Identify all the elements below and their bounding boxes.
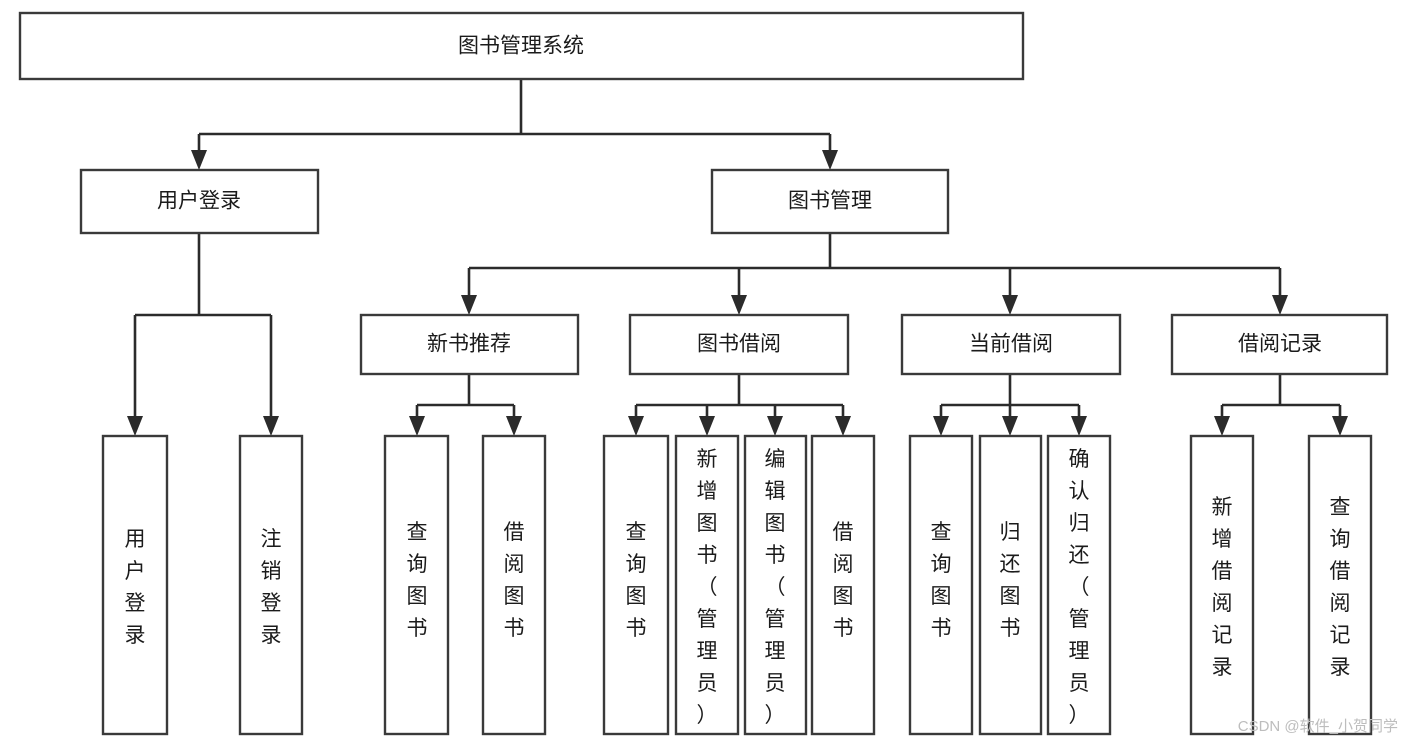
arrow-borrow-to-boadd-icon (699, 416, 715, 436)
node-current-label: 当前借阅 (969, 333, 1053, 356)
node-records-label: 借阅记录 (1238, 333, 1322, 356)
arrow-root-to-login-icon (191, 150, 207, 170)
node-re-query[interactable]: 查询借阅记录 (1307, 434, 1373, 736)
node-cu-query[interactable]: 查询图书 (908, 434, 974, 736)
node-bo-borrow-label: 借阅图书 (833, 521, 854, 640)
node-logout-do-box[interactable] (238, 434, 304, 736)
arrow-newbook-to-nbquery-icon (409, 416, 425, 436)
arrow-borrow-to-boquery-icon (628, 416, 644, 436)
node-login[interactable]: 用户登录 (79, 168, 320, 235)
node-root[interactable]: 图书管理系统 (18, 11, 1025, 81)
node-bookmgmt-label: 图书管理 (788, 190, 872, 213)
node-cu-return-box[interactable] (978, 434, 1043, 736)
node-login-do-label: 用户登录 (125, 528, 146, 647)
node-cu-query-label: 查询图书 (931, 521, 952, 640)
node-bo-edit[interactable]: 编辑图书（管理员） (743, 434, 808, 736)
node-cu-confirm-box[interactable] (1046, 434, 1112, 736)
node-records-box[interactable] (1170, 313, 1389, 376)
node-re-add-box[interactable] (1189, 434, 1255, 736)
arrow-root-to-bookmgmt-icon (822, 150, 838, 170)
node-bookmgmt-box[interactable] (710, 168, 950, 235)
node-bo-add-label: 新增图书（管理员） (697, 448, 718, 727)
arrow-current-to-cureturn-icon (1002, 416, 1018, 436)
node-bo-borrow[interactable]: 借阅图书 (810, 434, 876, 736)
node-nb-query[interactable]: 查询图书 (383, 434, 450, 736)
node-borrow[interactable]: 图书借阅 (628, 313, 850, 376)
node-bo-borrow-box[interactable] (810, 434, 876, 736)
arrow-newbook-to-nbborrow-icon (506, 416, 522, 436)
node-bo-query-box[interactable] (602, 434, 670, 736)
node-records[interactable]: 借阅记录 (1170, 313, 1389, 376)
node-root-label: 图书管理系统 (458, 35, 584, 58)
arrow-borrow-to-boborrow-icon (835, 416, 851, 436)
node-login-label: 用户登录 (157, 190, 241, 213)
node-bo-edit-box[interactable] (743, 434, 808, 736)
csdn-watermark: CSDN @软件_小贺同学 (1238, 718, 1398, 735)
arrow-current-to-cuconfirm-icon (1071, 416, 1087, 436)
node-bo-query-label: 查询图书 (626, 521, 647, 640)
arrow-login-to-logindo-icon (127, 416, 143, 436)
node-newbook-box[interactable] (359, 313, 580, 376)
node-borrow-box[interactable] (628, 313, 850, 376)
node-bo-add-box[interactable] (674, 434, 740, 736)
node-login-do[interactable]: 用户登录 (101, 434, 169, 736)
node-cu-return-label: 归还图书 (1000, 521, 1021, 640)
node-cu-return[interactable]: 归还图书 (978, 434, 1043, 736)
node-newbook[interactable]: 新书推荐 (359, 313, 580, 376)
node-cu-confirm-label: 确认归还（管理员） (1069, 448, 1090, 727)
arrow-bookmgmt-to-newbook-icon (461, 295, 477, 315)
node-nb-query-box[interactable] (383, 434, 450, 736)
node-re-query-box[interactable] (1307, 434, 1373, 736)
node-bo-query[interactable]: 查询图书 (602, 434, 670, 736)
node-login-do-box[interactable] (101, 434, 169, 736)
arrow-records-to-requery-icon (1332, 416, 1348, 436)
node-re-query-label: 查询借阅记录 (1330, 496, 1351, 679)
node-bo-add[interactable]: 新增图书（管理员） (674, 434, 740, 736)
node-root-box[interactable] (18, 11, 1025, 81)
connector-layer (127, 80, 1348, 436)
node-logout-do[interactable]: 注销登录 (238, 434, 304, 736)
node-borrow-label: 图书借阅 (697, 333, 781, 356)
node-newbook-label: 新书推荐 (427, 333, 511, 356)
arrow-bookmgmt-to-borrow-icon (731, 295, 747, 315)
arrow-borrow-to-boedit-icon (767, 416, 783, 436)
node-nb-query-label: 查询图书 (407, 521, 428, 640)
node-login-box[interactable] (79, 168, 320, 235)
arrow-bookmgmt-to-current-icon (1002, 295, 1018, 315)
node-current[interactable]: 当前借阅 (900, 313, 1122, 376)
node-re-add-label: 新增借阅记录 (1212, 496, 1233, 679)
arrow-records-to-readd-icon (1214, 416, 1230, 436)
node-nb-borrow[interactable]: 借阅图书 (481, 434, 547, 736)
node-bo-edit-label: 编辑图书（管理员） (765, 448, 786, 727)
node-cu-confirm[interactable]: 确认归还（管理员） (1046, 434, 1112, 736)
node-cu-query-box[interactable] (908, 434, 974, 736)
node-re-add[interactable]: 新增借阅记录 (1189, 434, 1255, 736)
node-nb-borrow-label: 借阅图书 (504, 521, 525, 640)
arrow-current-to-cuquery-icon (933, 416, 949, 436)
node-nb-borrow-box[interactable] (481, 434, 547, 736)
node-bookmgmt[interactable]: 图书管理 (710, 168, 950, 235)
node-logout-do-label: 注销登录 (261, 528, 282, 647)
arrow-bookmgmt-to-records-icon (1272, 295, 1288, 315)
arrow-login-to-logoutdo-icon (263, 416, 279, 436)
node-current-box[interactable] (900, 313, 1122, 376)
